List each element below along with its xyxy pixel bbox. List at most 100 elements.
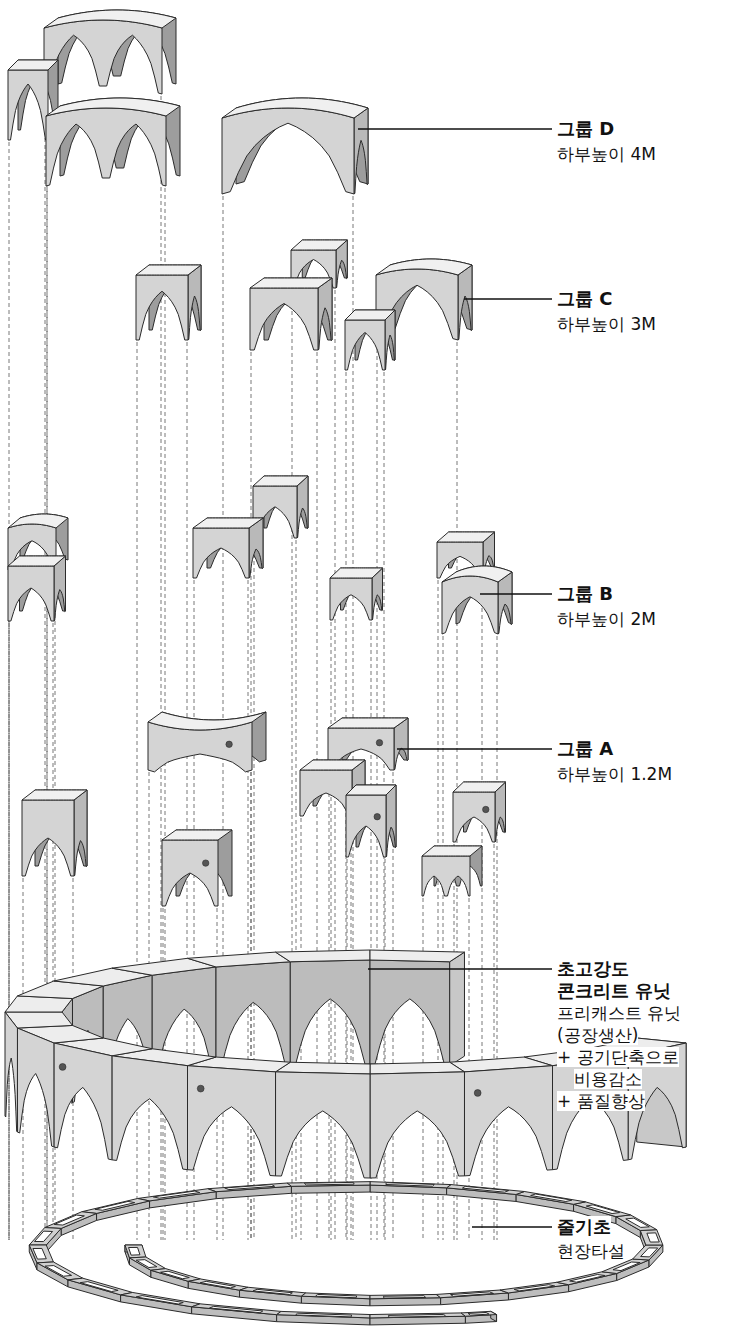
foundation-top (616, 1215, 657, 1231)
foundation-top (500, 1282, 569, 1293)
foundation-opening (462, 1186, 508, 1192)
unit-outer-face (112, 1056, 188, 1170)
label-text: 그룹 B (557, 583, 613, 604)
precast-ring (5, 950, 686, 1178)
unit-front-face (453, 792, 495, 842)
leader-lines (358, 129, 552, 1227)
foundation-opening (200, 1281, 235, 1288)
foundation-top (301, 1293, 370, 1299)
foundation-top (370, 1313, 465, 1318)
foundation-opening (647, 1233, 659, 1242)
foundation-side (68, 1280, 121, 1302)
precast-block (8, 556, 66, 621)
unit-front-face (300, 770, 352, 816)
leader-line (464, 298, 552, 300)
unit-top-face (148, 712, 266, 730)
callout-text: 하부높이 3M (557, 313, 656, 335)
unit-side-face (318, 278, 332, 350)
leader-line (368, 968, 552, 970)
unit-top-face (276, 950, 370, 962)
precast-block (44, 10, 176, 94)
unit-front-face (222, 108, 354, 194)
precast-block (345, 310, 395, 370)
unit-top-face (300, 760, 365, 770)
foundation-top (447, 1185, 525, 1195)
callout-heading: 그룹 B (557, 583, 613, 605)
foundation-top (82, 1199, 150, 1214)
projection-line (53, 623, 54, 1240)
unit-top-face (8, 556, 66, 566)
foundation-top (574, 1202, 631, 1217)
foundation-opening (95, 1201, 135, 1210)
foundation-top (208, 1183, 292, 1192)
foundation-opening (129, 1247, 140, 1255)
unit-outer-face (188, 1066, 276, 1176)
unit-inner-face (216, 962, 290, 1071)
unit-front-face (44, 20, 162, 94)
unit-front-face (250, 288, 318, 350)
callout-text: 프리캐스트 유닛 (공장생산) (557, 1002, 733, 1046)
foundation-opening (586, 1205, 619, 1214)
label-text: + 공기단축으로 비용감소 (557, 1047, 679, 1089)
precast-block (136, 265, 201, 340)
unit-front-face (330, 578, 372, 620)
leader-line (358, 128, 552, 130)
foundation-top (68, 1278, 133, 1295)
unit-inner-face (370, 960, 450, 1066)
unit-top-face (253, 476, 308, 486)
projection-line (329, 772, 330, 1240)
foundation-opening (316, 1294, 357, 1297)
precast-block (193, 518, 263, 578)
label-text: 그룹 A (557, 738, 613, 759)
foundation-top (129, 1257, 165, 1270)
foundation-top (602, 1259, 649, 1273)
callout-text: 현장타설 (557, 1240, 625, 1262)
foundation-opening (35, 1231, 53, 1241)
foundation-side (508, 1285, 568, 1300)
foundation-opening (153, 1191, 200, 1198)
foundation-opening (80, 1282, 118, 1292)
unit-outer-face (17, 1028, 53, 1147)
precast-block (250, 278, 332, 350)
unit-front-face (162, 840, 218, 906)
projection-line (248, 580, 249, 1240)
callout-heading: 그룹 C (557, 288, 612, 310)
unit-side-face (498, 572, 512, 634)
projection-line (494, 844, 495, 1240)
unit-outer-face (276, 1072, 370, 1178)
callout-text: 하부높이 4M (557, 143, 656, 165)
projection-line (254, 540, 255, 1240)
foundation-top (240, 1287, 306, 1296)
unit-side-face (74, 790, 87, 876)
foundation-opening (304, 1182, 354, 1185)
foundation-opening (136, 1260, 157, 1268)
foundation-opening (451, 1292, 494, 1296)
projection-line (9, 623, 10, 1240)
unit-front-face (8, 70, 48, 140)
unit-side-face (297, 476, 308, 538)
unit-top-face (376, 259, 472, 275)
projection-line (9, 572, 10, 1240)
bolt-hole (202, 860, 208, 866)
foundation-opening (641, 1248, 658, 1257)
foundation-opening (296, 1313, 352, 1317)
unit-top-face (8, 514, 68, 528)
foundation-opening (225, 1185, 275, 1190)
foundation-top (37, 1262, 83, 1280)
foundation-opening (514, 1285, 555, 1291)
precast-block (442, 566, 512, 634)
unit-outer-face (370, 1072, 464, 1178)
unit-top-face (422, 846, 482, 856)
unit-front-face (8, 566, 54, 621)
foundation-side (192, 1307, 277, 1322)
projection-lines (9, 96, 497, 1240)
callout-heading: 그룹 D (557, 118, 614, 140)
unit-front-face (22, 800, 74, 876)
unit-top-face (46, 98, 180, 116)
foundation-opening (33, 1248, 46, 1259)
bolt-hole (474, 1090, 481, 1097)
callout-heading: 그룹 A (557, 738, 613, 760)
foundation-opening (570, 1275, 605, 1283)
foundation-top (370, 1294, 441, 1298)
